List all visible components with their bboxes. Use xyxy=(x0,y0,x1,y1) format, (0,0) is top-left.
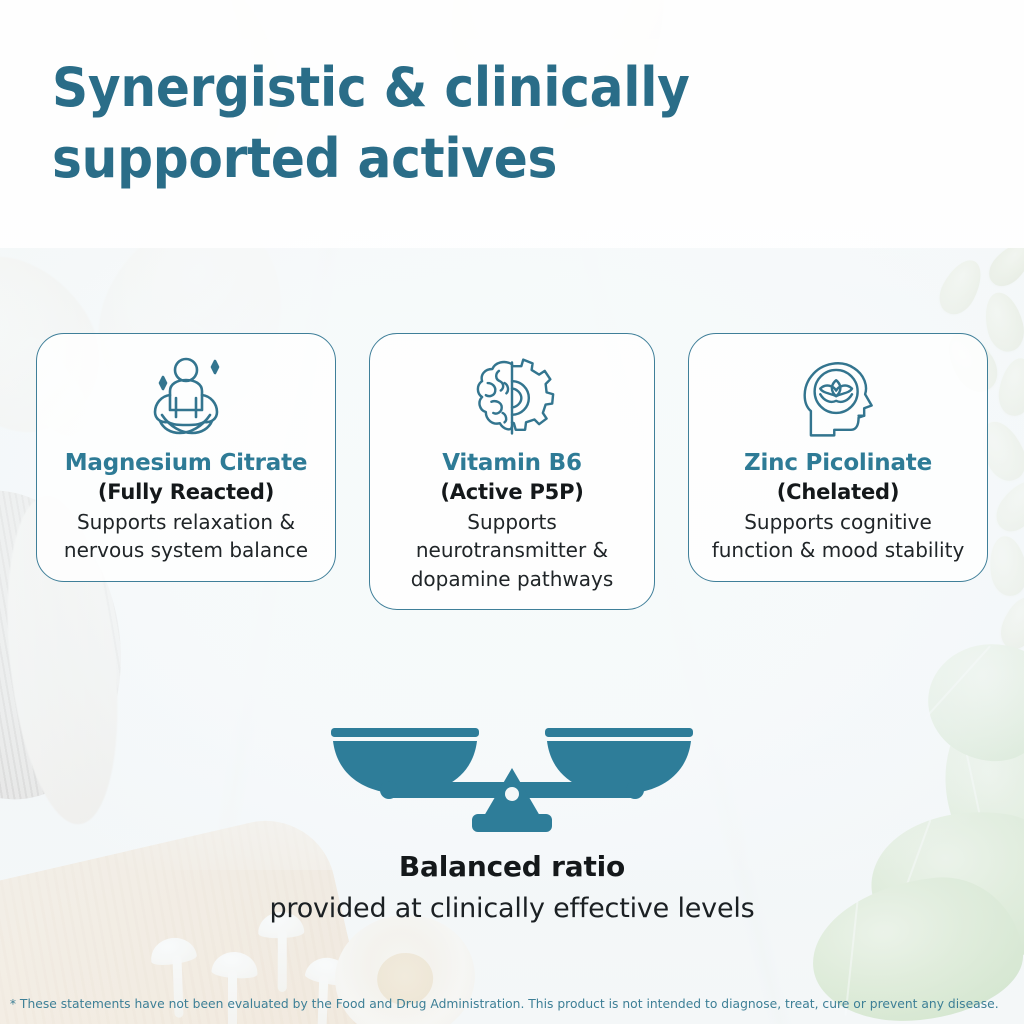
page-title: Synergistic & clinically supported activ… xyxy=(52,56,690,191)
meditation-lotus-pose-icon xyxy=(140,352,232,444)
balanced-ratio-heading: Balanced ratio xyxy=(398,850,626,883)
actives-card-group: Magnesium Citrate (Fully Reacted) Suppor… xyxy=(36,333,988,655)
balance-scale-icon xyxy=(325,722,699,839)
balanced-ratio-subline: provided at clinically effective levels xyxy=(269,893,755,924)
head-lotus-mind-icon xyxy=(794,352,882,444)
card-title: Vitamin B6 xyxy=(442,450,582,476)
card-description: Supports relaxation & nervous system bal… xyxy=(63,510,309,563)
fda-disclaimer: * These statements have not been evaluat… xyxy=(9,996,999,1011)
active-card-vitamin-b6[interactable]: Vitamin B6 (Active P5P) Supports neurotr… xyxy=(369,333,655,611)
card-title: Magnesium Citrate xyxy=(64,450,308,476)
brain-gear-icon xyxy=(469,352,555,444)
card-subtitle: (Active P5P) xyxy=(440,480,584,504)
active-card-zinc-picolinate[interactable]: Zinc Picolinate (Chelated) Supports cogn… xyxy=(688,333,988,582)
card-description: Supports neurotransmitter & dopamine pat… xyxy=(410,510,614,591)
card-title: Zinc Picolinate xyxy=(743,450,932,476)
card-subtitle: (Chelated) xyxy=(776,480,900,504)
active-card-magnesium-citrate[interactable]: Magnesium Citrate (Fully Reacted) Suppor… xyxy=(36,333,336,582)
heading-background-wash xyxy=(0,0,1024,248)
card-description: Supports cognitive function & mood stabi… xyxy=(711,510,965,563)
card-subtitle: (Fully Reacted) xyxy=(97,480,275,504)
